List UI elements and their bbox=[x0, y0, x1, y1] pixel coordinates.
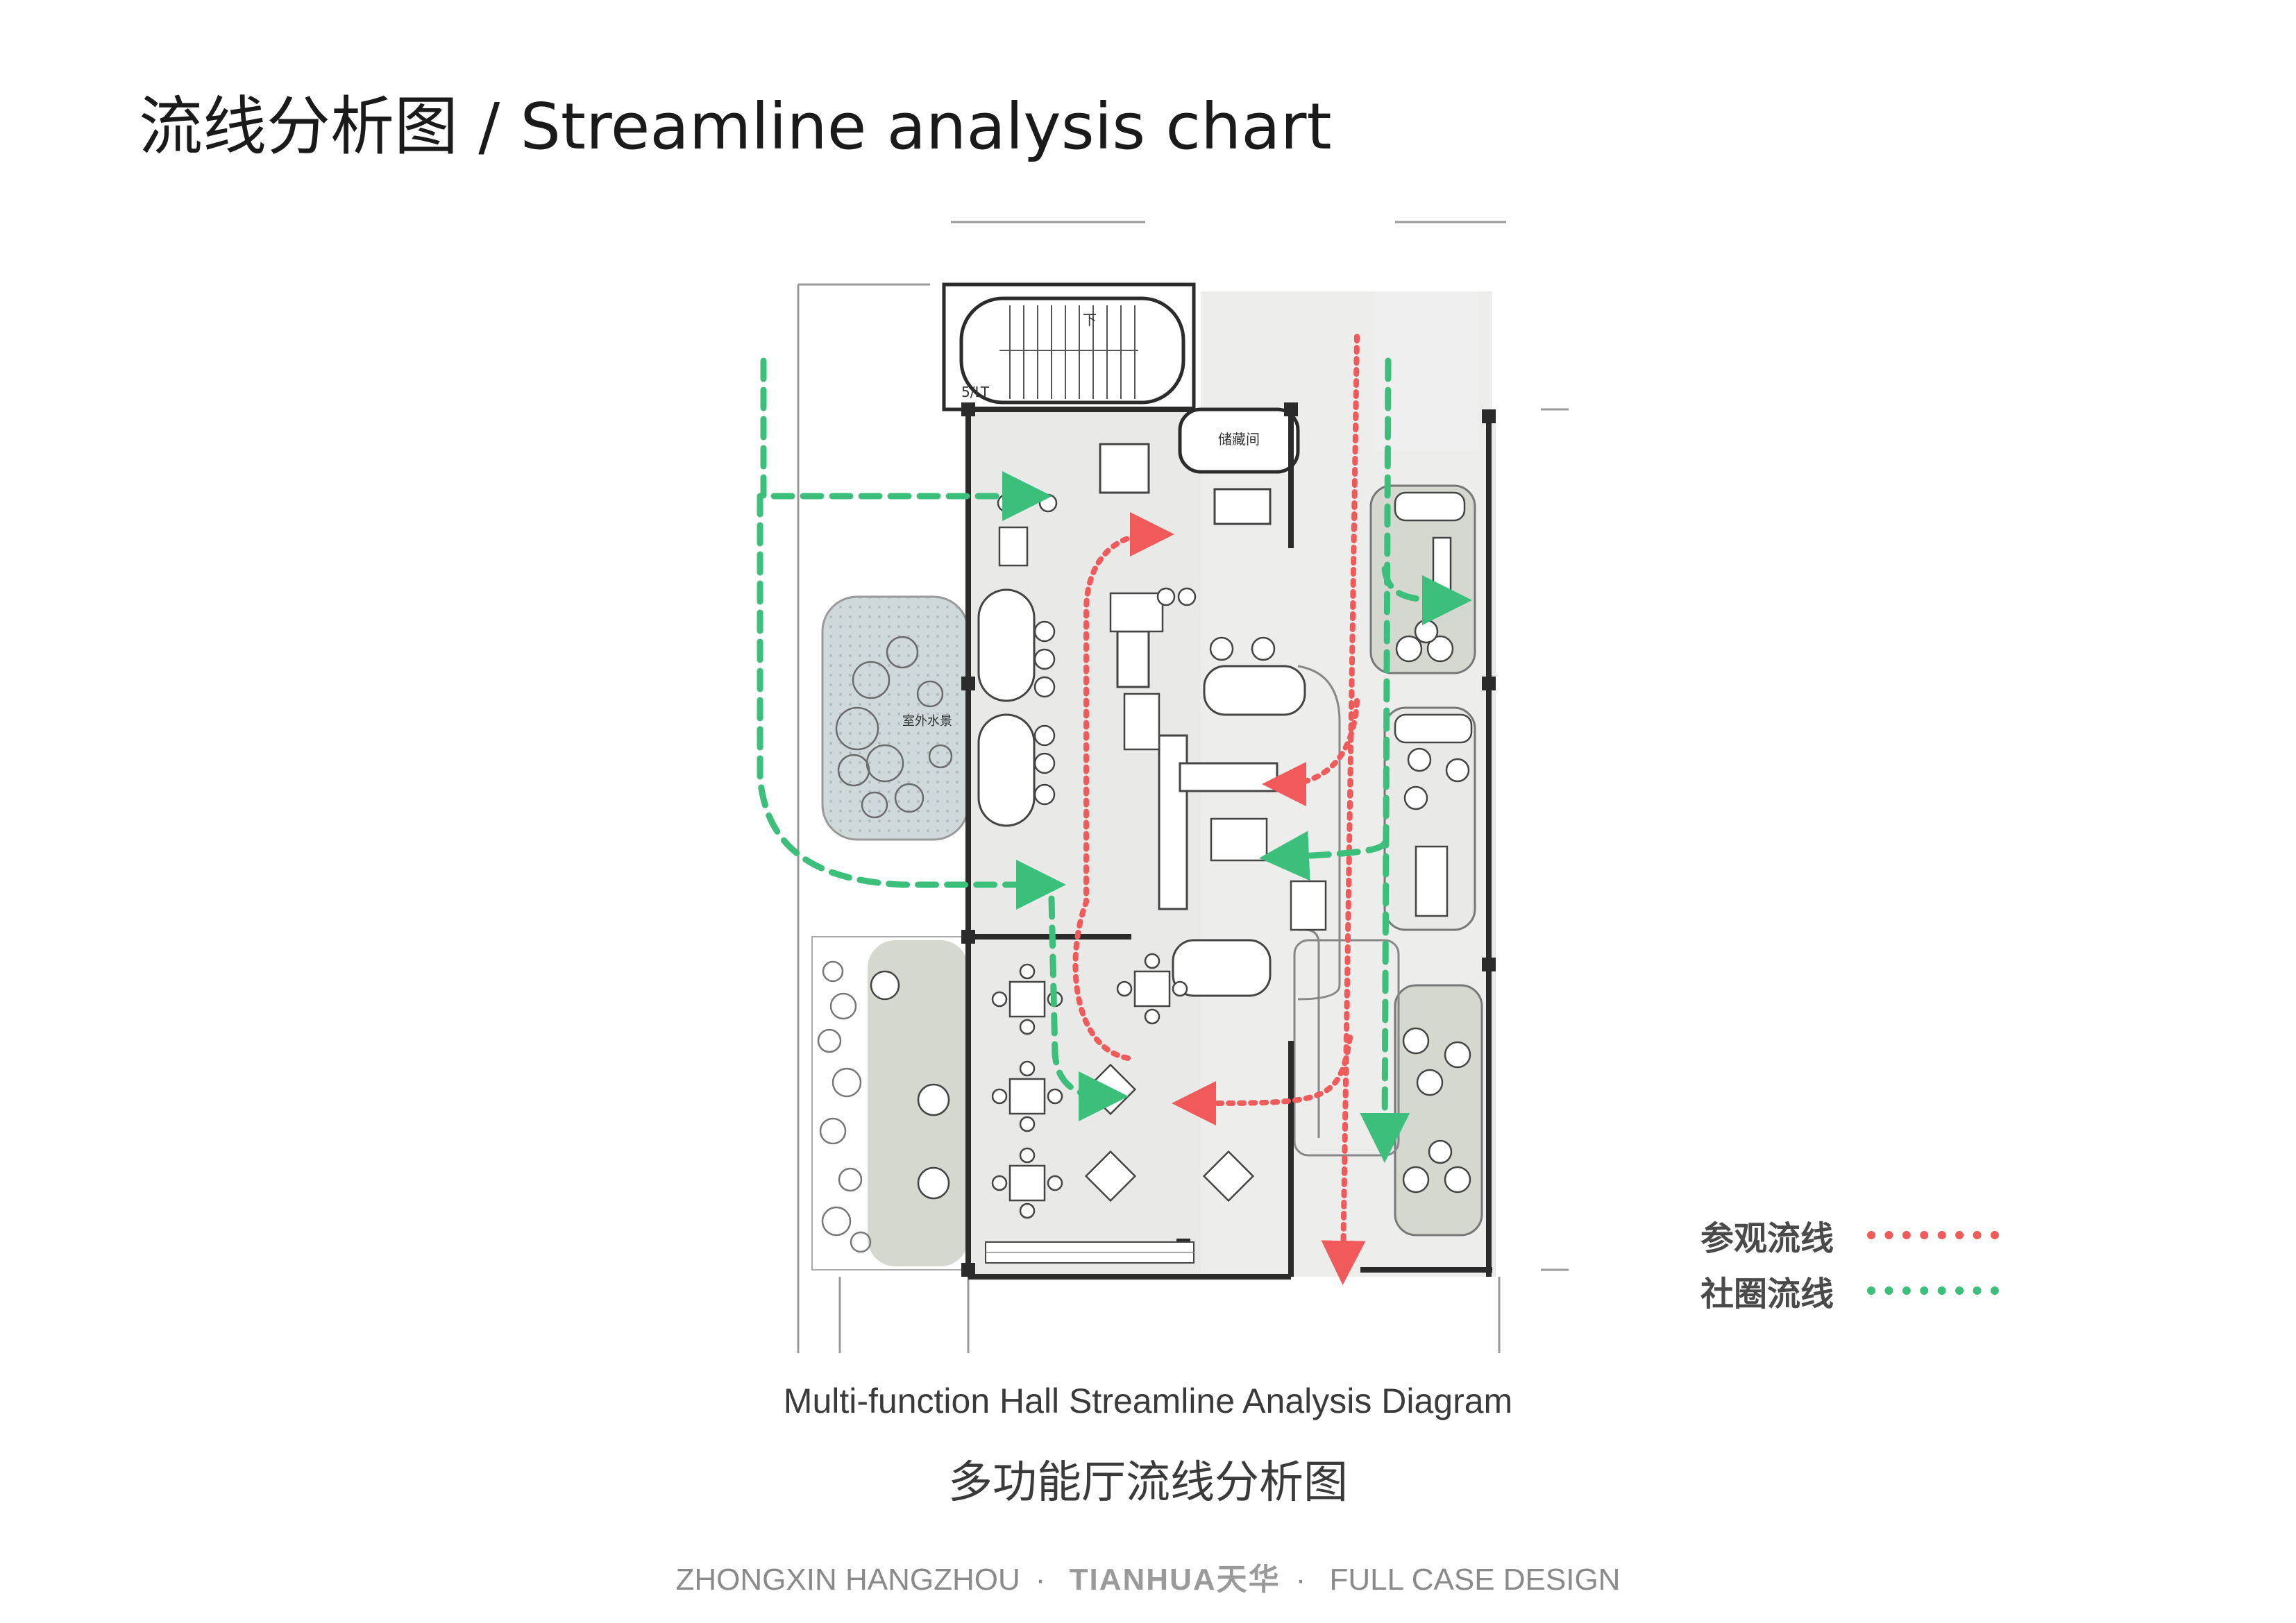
storage-room bbox=[1178, 407, 1300, 474]
footer-brand: TIANHUA天华 bbox=[1069, 1563, 1281, 1597]
storage-room-label: 储藏间 bbox=[1218, 431, 1260, 448]
footer: ZHONGXIN HANGZHOU· TIANHUA天华· FULL CASE … bbox=[675, 1563, 1621, 1597]
page-title: 流线分析图 / Streamline analysis chart bbox=[139, 90, 1332, 164]
upper-right-floor bbox=[1374, 291, 1478, 451]
waterscape-label: 室外水景 bbox=[902, 714, 952, 729]
legend-swatch-green bbox=[1867, 1286, 1999, 1295]
stair-block bbox=[942, 282, 1196, 411]
legend-label: 参观流线 bbox=[1700, 1219, 1834, 1258]
stair-up-label: 5/LT bbox=[961, 384, 990, 400]
legend-label: 社圈流线 bbox=[1700, 1275, 1834, 1314]
legend-swatch-red bbox=[1867, 1231, 1999, 1239]
dining-sets bbox=[870, 953, 1255, 1219]
stair-down-label: 下 bbox=[1083, 312, 1097, 328]
legend-visit-flow: 参观流线 bbox=[1700, 1207, 1999, 1263]
planting-circles bbox=[817, 960, 872, 1253]
site-lines bbox=[797, 221, 1569, 1353]
footer-right: FULL CASE DESIGN bbox=[1329, 1563, 1621, 1597]
visit-flow-lines bbox=[1072, 334, 1366, 1285]
legend-social-flow: 社圈流线 bbox=[1700, 1263, 1999, 1318]
caption-chinese: 多功能厅流线分析图 bbox=[948, 1457, 1348, 1509]
footer-left: ZHONGXIN HANGZHOU bbox=[675, 1563, 1020, 1597]
lounge-furniture bbox=[1394, 491, 1473, 1193]
caption-english: Multi-function Hall Streamline Analysis … bbox=[783, 1382, 1513, 1420]
interior-blocks bbox=[977, 443, 1306, 997]
legend: 参观流线 社圈流线 bbox=[1700, 1207, 1999, 1318]
stair-treads bbox=[999, 305, 1138, 399]
waterscape-bubbles bbox=[835, 636, 953, 819]
walls bbox=[965, 407, 1492, 1280]
social-flow-lines bbox=[757, 357, 1472, 1163]
furniture bbox=[997, 493, 1327, 931]
